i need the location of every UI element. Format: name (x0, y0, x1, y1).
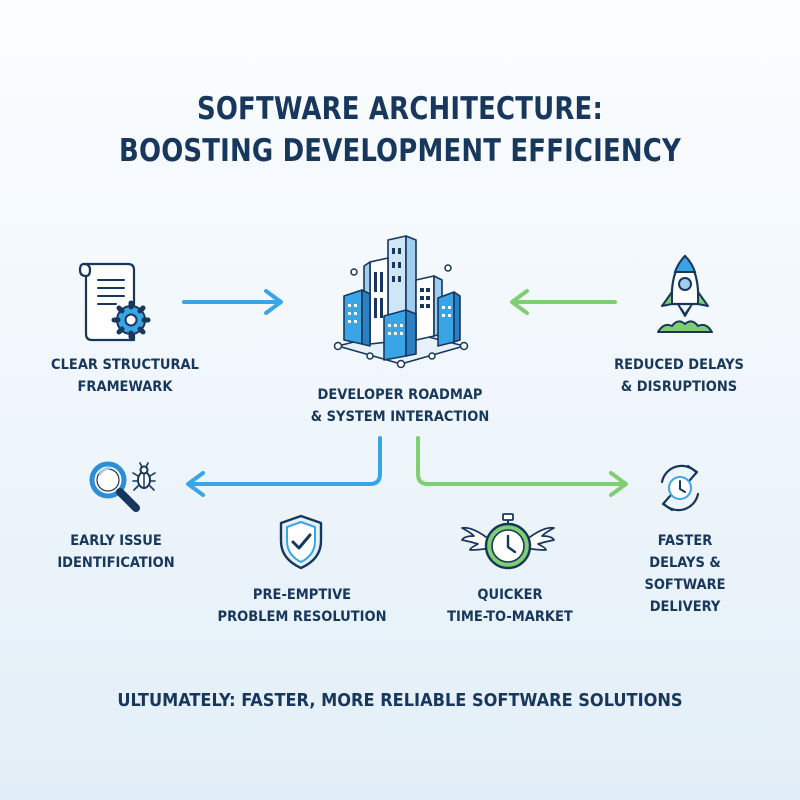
faster-label-line-4: DELIVERY (649, 599, 721, 615)
framework-label-line-2: FRAMEWARK (77, 379, 173, 395)
preemptive-label-line-1: PRE-EMPTIVE (252, 587, 352, 603)
center-label-line-1: DEVELOPER ROADMAP (317, 387, 483, 403)
faster-label-line-1: FASTER (657, 533, 713, 549)
title-line-1: SOFTWARE ARCHITECTURE: (196, 91, 604, 127)
winged-stopwatch-icon (460, 510, 556, 572)
city-buildings-icon (326, 232, 476, 372)
delays-label: REDUCED DELAYS & DISRUPTIONS (594, 354, 764, 398)
faster-label: FASTER DELAYS & SOFTWARE DELIVERY (610, 530, 760, 618)
arrow-center-to-early (186, 436, 382, 497)
preemptive-label: PRE-EMPTIVE PROBLEM RESOLUTION (212, 584, 392, 628)
arrow-center-to-faster (416, 436, 628, 497)
delays-label-line-2: & DISRUPTIONS (620, 379, 738, 395)
preemptive-label-line-2: PROBLEM RESOLUTION (217, 609, 387, 625)
center-label-line-2: & SYSTEM INTERACTION (310, 409, 490, 425)
center-label: DEVELOPER ROADMAP & SYSTEM INTERACTION (300, 384, 500, 428)
arrow-delays-to-center (510, 289, 617, 315)
footer-summary: ULTUMATELY: FASTER, MORE RELIABLE SOFTWA… (117, 690, 683, 711)
magnifier-bug-icon (86, 458, 162, 516)
early-label: EARLY ISSUE IDENTIFICATION (36, 530, 196, 574)
arrow-framework-to-center (182, 289, 283, 315)
quicker-label: QUICKER TIME-TO-MARKET (420, 584, 600, 628)
page-title: SOFTWARE ARCHITECTURE: BOOSTING DEVELOPM… (28, 88, 772, 172)
framework-label: CLEAR STRUCTURAL FRAMEWARK (40, 354, 210, 398)
document-gear-icon (76, 258, 156, 342)
title-line-2: BOOSTING DEVELOPMENT EFFICIENCY (119, 133, 681, 169)
rocket-icon (650, 252, 720, 336)
quicker-label-line-2: TIME-TO-MARKET (447, 609, 573, 625)
early-label-line-2: IDENTIFICATION (57, 555, 175, 571)
framework-label-line-1: CLEAR STRUCTURAL (51, 357, 199, 373)
delays-label-line-1: REDUCED DELAYS (614, 357, 744, 373)
shield-check-icon (276, 513, 326, 571)
faster-label-line-2: DELAYS & (649, 555, 721, 571)
clock-cycle-icon (652, 460, 708, 516)
quicker-label-line-1: QUICKER (477, 587, 543, 603)
early-label-line-1: EARLY ISSUE (70, 533, 162, 549)
faster-label-line-3: SOFTWARE (644, 577, 726, 593)
